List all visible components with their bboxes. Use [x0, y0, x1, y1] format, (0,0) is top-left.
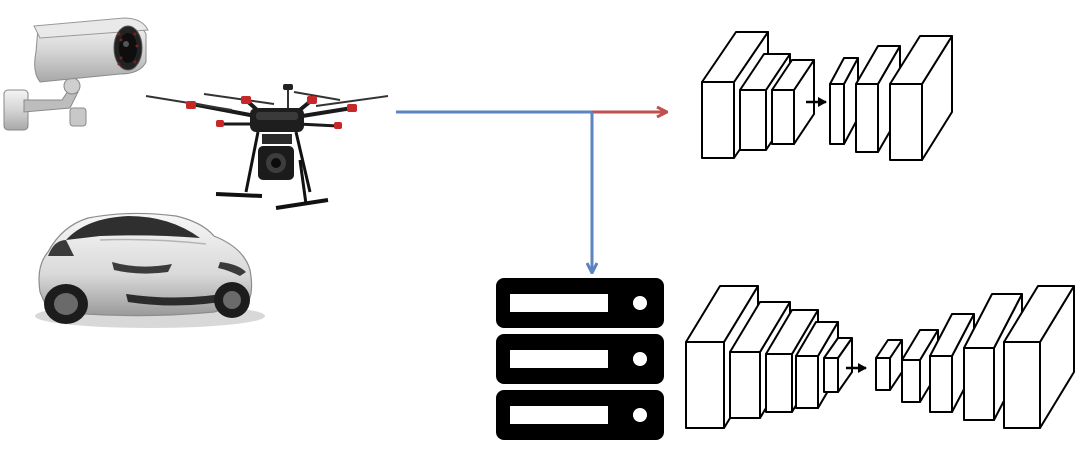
layer-block	[823, 337, 853, 393]
security-camera-icon	[3, 17, 149, 131]
car-icon	[35, 212, 265, 328]
layer-block	[771, 59, 815, 145]
large-neural-network	[685, 285, 1075, 429]
layer-block	[1003, 285, 1075, 429]
server-unit	[496, 390, 664, 440]
small-neural-network	[701, 31, 953, 161]
server-unit	[496, 334, 664, 384]
layer-block	[889, 35, 953, 161]
layer-block	[875, 339, 903, 391]
data-flow-connectors	[396, 112, 666, 272]
server-unit	[496, 278, 664, 328]
drone-icon	[145, 84, 389, 210]
layer-block	[829, 57, 859, 145]
server-rack-icon	[496, 278, 664, 440]
